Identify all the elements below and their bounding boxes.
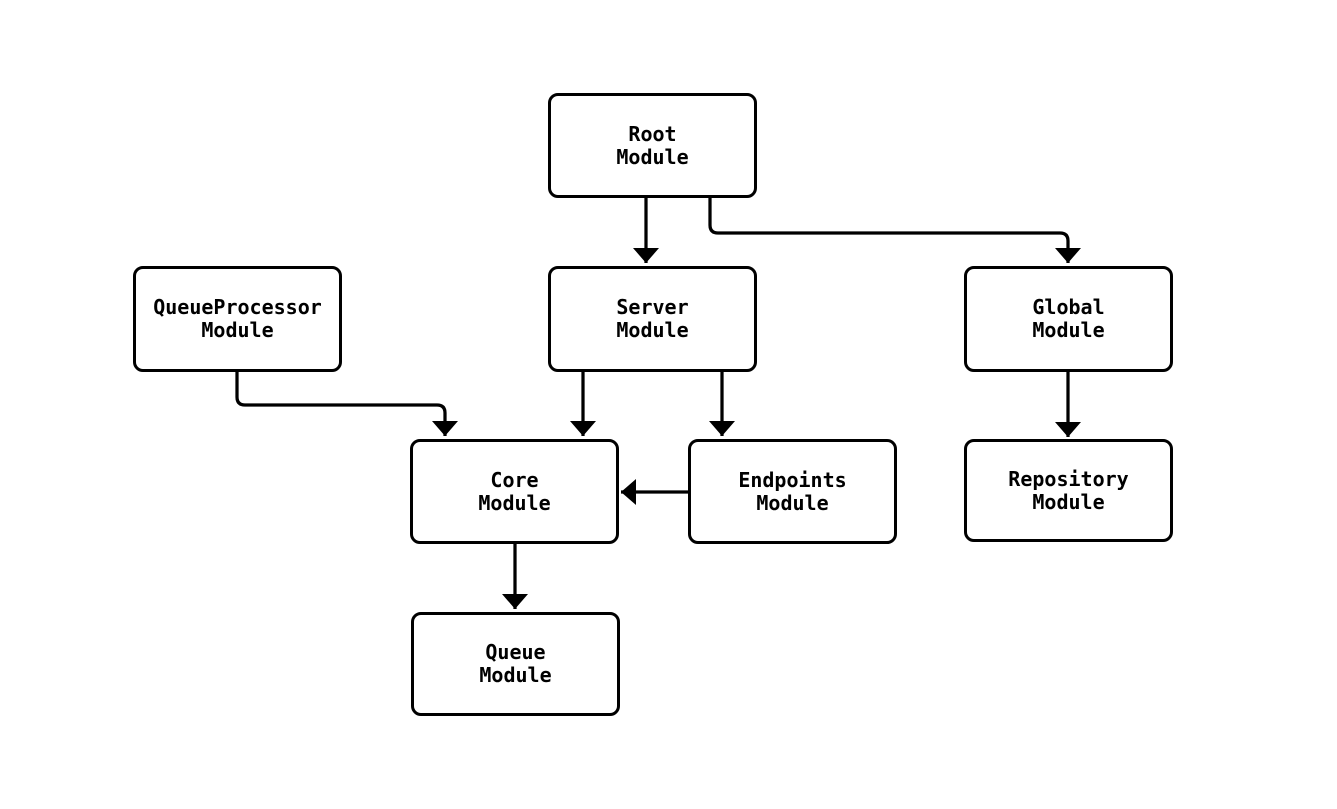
node-server-module: Server Module bbox=[548, 266, 757, 372]
node-root-module-label: Root Module bbox=[616, 121, 689, 169]
node-repository-module: Repository Module bbox=[964, 439, 1173, 542]
node-core-module: Core Module bbox=[410, 439, 619, 544]
edge-root-global bbox=[708, 198, 1081, 263]
node-queueprocessor-module: QueueProcessor Module bbox=[133, 266, 342, 372]
node-global-module-label: Global Module bbox=[1032, 295, 1105, 342]
node-repository-module-label: Repository Module bbox=[1008, 466, 1129, 514]
node-queue-module: Queue Module bbox=[411, 612, 620, 716]
node-server-module-label: Server Module bbox=[616, 295, 689, 342]
node-endpoints-module-label: Endpoints Module bbox=[738, 467, 847, 515]
node-endpoints-module: Endpoints Module bbox=[688, 439, 897, 544]
node-queueprocessor-module-label: QueueProcessor Module bbox=[153, 295, 322, 342]
node-root-module: Root Module bbox=[548, 93, 757, 198]
node-core-module-label: Core Module bbox=[478, 467, 551, 515]
node-global-module: Global Module bbox=[964, 266, 1173, 372]
edge-queueprocessor-core bbox=[235, 372, 458, 436]
node-queue-module-label: Queue Module bbox=[479, 640, 552, 687]
